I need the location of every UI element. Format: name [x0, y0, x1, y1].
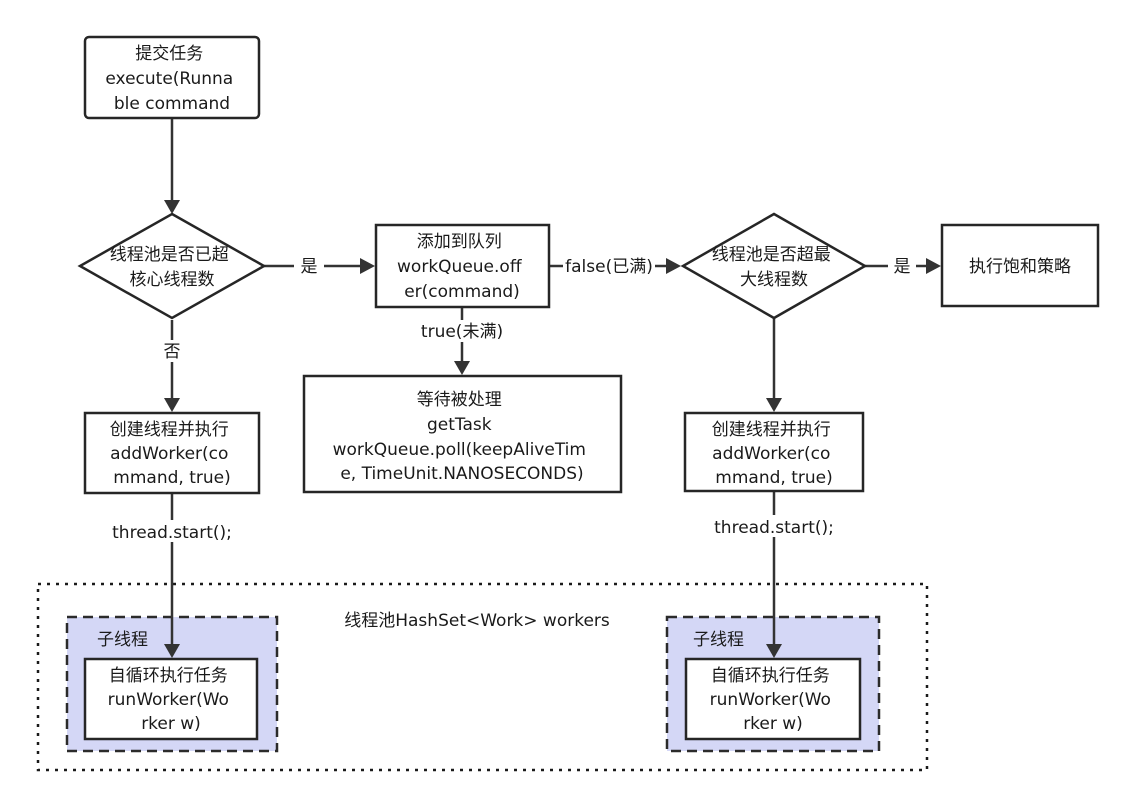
- svg-text:提交任务 execute(Runna: 提交任务 execute(Runna ble command: [105, 44, 238, 114]
- node-run-worker-right: 自循环执行任务 runWorker(Wo rker w): [684, 657, 862, 741]
- node-run-worker-left: 自循环执行任务 runWorker(Wo rker w): [83, 657, 259, 741]
- node-wait-line-2: getTask: [427, 415, 492, 435]
- arrow-to-reject: [926, 258, 941, 274]
- svg-text:等待被处理 getTask work: 等待被处理 getTask workQueue.poll(keepAliveTi…: [333, 390, 592, 484]
- edge-label-core-yes: 是: [301, 257, 318, 277]
- node-wait-line-1: 等待被处理: [417, 390, 502, 410]
- node-check-core-line-2: 核心线程数: [130, 270, 215, 290]
- node-check-core-line-1: 线程池是否已超: [110, 245, 229, 265]
- thread-pool-label: 线程池HashSet<Work> workers: [344, 611, 610, 631]
- edge-label-queue-true: true(未满): [421, 322, 503, 342]
- arrow-to-add-queue: [360, 258, 375, 274]
- node-create-right-line-1: 创建线程并执行: [712, 420, 831, 440]
- node-add-queue-line-2: workQueue.off: [397, 257, 523, 277]
- arrow-to-create-left: [164, 398, 180, 412]
- node-run-right-line-1: 自循环执行任务: [711, 666, 830, 686]
- node-check-core-threads: 线程池是否已超 核心线程数: [77, 212, 267, 320]
- node-create-left-line-3: mmand, true): [113, 468, 230, 488]
- node-add-queue-line-3: er(command): [404, 282, 520, 302]
- node-submit-task: 提交任务 execute(Runna ble command: [83, 35, 261, 120]
- node-wait-line-3: workQueue.poll(keepAliveTim: [333, 440, 586, 460]
- node-check-max-line-1: 线程池是否超最: [712, 245, 831, 265]
- node-create-left-line-1: 创建线程并执行: [110, 420, 229, 440]
- node-run-right-line-3: rker w): [743, 714, 803, 734]
- node-wait-processing: 等待被处理 getTask workQueue.poll(keepAliveTi…: [302, 374, 623, 494]
- node-add-queue-line-1: 添加到队列: [417, 232, 502, 252]
- node-check-max-threads: 线程池是否超最 大线程数: [680, 212, 868, 320]
- node-run-left-line-2: runWorker(Wo: [108, 690, 229, 710]
- arrow-to-wait: [454, 361, 470, 375]
- node-submit-line-2: execute(Runna: [105, 69, 233, 89]
- node-check-max-line-2: 大线程数: [740, 270, 808, 290]
- edge-label-start-left: thread.start();: [112, 523, 232, 543]
- edge-label-queue-false: false(已满): [565, 257, 653, 277]
- subthread-left-label: 子线程: [97, 630, 148, 650]
- arrow-to-check-max: [666, 258, 681, 274]
- node-reject-line-1: 执行饱和策略: [969, 257, 1071, 277]
- svg-text:执行饱和策略: 执行饱和策略: [969, 257, 1071, 277]
- svg-text:创建线程并执行 addWorker(co: 创建线程并执行 addWorker(co mmand, true): [712, 420, 836, 488]
- svg-text:自循环执行任务 runWorker(Wo: 自循环执行任务 runWorker(Wo rker w): [710, 666, 837, 734]
- node-submit-line-3: ble command: [114, 94, 230, 114]
- svg-text:创建线程并执行 addWorker(co: 创建线程并执行 addWorker(co mmand, true): [110, 420, 234, 488]
- node-create-right-line-3: mmand, true): [715, 468, 832, 488]
- edge-label-max-yes: 是: [894, 257, 911, 277]
- arrow-to-create-right: [766, 398, 782, 412]
- edge-label-core-no: 否: [164, 342, 181, 362]
- arrow-to-run-left: [164, 644, 180, 658]
- node-wait-line-4: e, TimeUnit.NANOSECONDS): [340, 464, 583, 484]
- svg-text:添加到队列 workQueue.off: 添加到队列 workQueue.off er(command): [397, 232, 527, 302]
- node-reject-policy: 执行饱和策略: [940, 223, 1100, 308]
- edge-label-start-right: thread.start();: [714, 518, 834, 538]
- arrow-to-check-core: [164, 200, 180, 214]
- svg-text:自循环执行任务 runWorker(Wo: 自循环执行任务 runWorker(Wo rker w): [108, 666, 235, 734]
- subthread-right-label: 子线程: [693, 630, 744, 650]
- node-create-thread-right: 创建线程并执行 addWorker(co mmand, true): [683, 411, 865, 493]
- arrow-to-run-right: [766, 644, 782, 658]
- thread-pool-group: [36, 582, 929, 772]
- node-submit-line-1: 提交任务: [135, 44, 203, 64]
- svg-text:线程池是否已超 核心线程数: 线程池是否已超 核心线程数: [110, 245, 234, 290]
- node-create-right-line-2: addWorker(co: [712, 444, 830, 464]
- node-run-right-line-2: runWorker(Wo: [710, 690, 831, 710]
- node-run-left-line-3: rker w): [141, 714, 201, 734]
- node-add-to-queue: 添加到队列 workQueue.off er(command): [374, 223, 551, 309]
- svg-text:线程池是否超最 大线程数: 线程池是否超最 大线程数: [712, 245, 836, 290]
- node-run-left-line-1: 自循环执行任务: [109, 666, 228, 686]
- node-create-thread-left: 创建线程并执行 addWorker(co mmand, true): [83, 411, 261, 495]
- node-create-left-line-2: addWorker(co: [110, 444, 228, 464]
